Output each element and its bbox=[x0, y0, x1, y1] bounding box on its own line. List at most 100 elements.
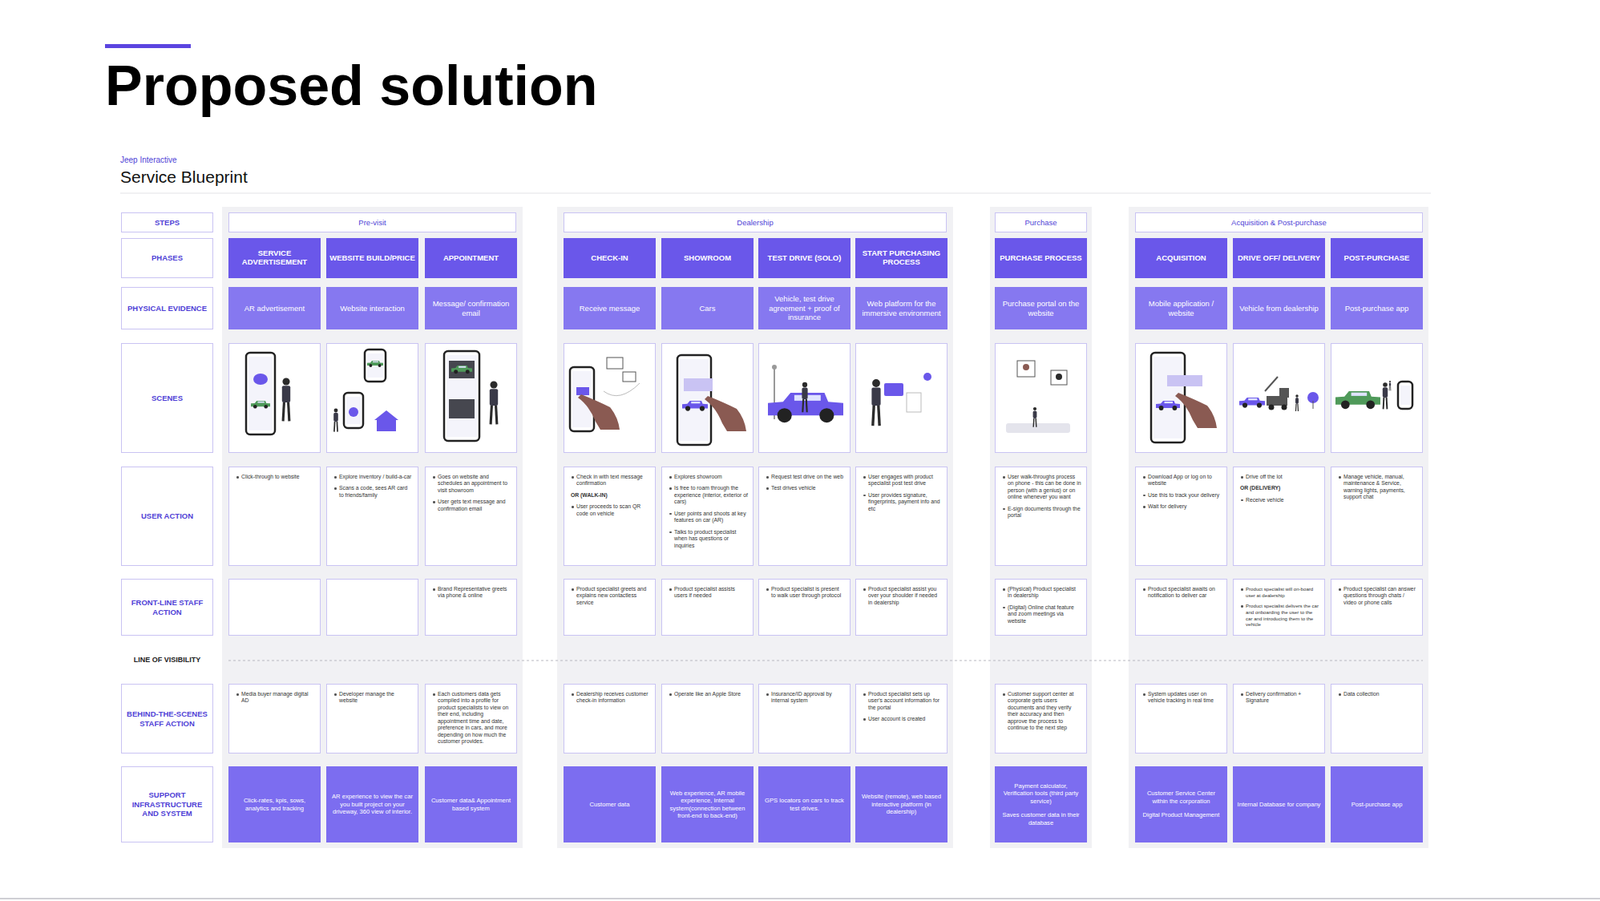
group-ground bbox=[1128, 206, 1429, 849]
bullet-text: Explore inventory / build-a-car bbox=[339, 473, 412, 480]
action-box: Download App or log on to websiteUse thi… bbox=[1135, 466, 1228, 566]
evidence-box: Web platform for the immersive environme… bbox=[855, 286, 948, 330]
bullet-item: Receive vehicle bbox=[1240, 496, 1320, 504]
bullet-dot bbox=[669, 487, 672, 490]
cell-text: START PURCHASING PROCESS bbox=[858, 249, 945, 267]
evidence-box: Message/ confirmation email bbox=[424, 286, 518, 330]
action-box: Product specialist sets up user's accoun… bbox=[855, 683, 948, 754]
bullet-text: Scans a code, sees AR card to friends/fa… bbox=[339, 484, 408, 497]
bullet-text: Wait for delivery bbox=[1147, 503, 1187, 510]
bullet-item: Product specialist will on-board user at… bbox=[1240, 585, 1320, 598]
scene-box bbox=[1331, 343, 1423, 453]
bullet-dot bbox=[766, 487, 769, 490]
cell-text: PHYSICAL EVIDENCE bbox=[127, 303, 207, 313]
action-box: Dealership receives customer check-in in… bbox=[563, 683, 656, 754]
cell-text: TEST DRIVE (SOLO) bbox=[767, 254, 842, 263]
bullet-item: Goes on website and schedules an appoint… bbox=[432, 473, 512, 494]
bullet-text: Media buyer manage digital AD bbox=[241, 690, 309, 704]
evidence-box: AR advertisement bbox=[228, 286, 321, 330]
bullet-dot bbox=[863, 494, 866, 497]
bullet-text: Insurance/ID approval by internal system bbox=[771, 690, 833, 704]
action-box: Explores showroom Is free to roam through… bbox=[661, 466, 754, 566]
bullet-dot bbox=[1240, 605, 1244, 608]
bullet-text: Customer support center at corporate get… bbox=[1007, 690, 1074, 731]
phase-box: SERVICE ADVERTISEMENT bbox=[228, 238, 321, 279]
evidence-box: Post-purchase app bbox=[1330, 286, 1423, 330]
bullet-text: User provides signature, fingerprints, p… bbox=[868, 492, 941, 512]
bullet-text: Each customers data gets compiled into a… bbox=[437, 690, 509, 744]
scene-box bbox=[327, 343, 419, 453]
cell-text: Mobile application / website bbox=[1138, 298, 1225, 318]
evidence-box: Vehicle, test drive agreement + proof of… bbox=[758, 286, 851, 330]
cell-text: Web experience, AR mobile experience, In… bbox=[665, 789, 750, 821]
action-box: Developer manage the website bbox=[326, 683, 419, 754]
bullet-text: (Digital) Online chat feature and zoom m… bbox=[1007, 604, 1075, 624]
cell-text: Vehicle from dealership bbox=[1239, 303, 1319, 313]
bullet-item: User proceeds to scan QR code on vehicle bbox=[570, 503, 651, 518]
bullet-dot bbox=[669, 693, 672, 696]
bullet-text: Developer manage the website bbox=[339, 690, 395, 704]
bullet-text: User walk-throughs process on phone - th… bbox=[1007, 473, 1081, 500]
bullet-item: Product specialist awaits on notificatio… bbox=[1142, 585, 1222, 600]
bullet-dot bbox=[669, 476, 672, 479]
bullet-text: Manage vehicle, manual, maintenance & Se… bbox=[1343, 473, 1406, 500]
bullet-dot bbox=[1240, 476, 1244, 479]
phase-box: APPOINTMENT bbox=[424, 238, 518, 279]
empty-box bbox=[327, 579, 419, 636]
bullet-text: Product specialist assists users if need… bbox=[674, 585, 736, 598]
scene-box bbox=[995, 343, 1087, 453]
cell-text: GPS locators on cars to track test drive… bbox=[762, 796, 847, 813]
separator bbox=[120, 193, 1431, 194]
cell-text: Digital Product Management bbox=[1143, 811, 1221, 819]
bullet-dot bbox=[766, 693, 769, 696]
phase-box: DRIVE OFF/ DELIVERY bbox=[1232, 238, 1326, 279]
cell-text: PURCHASE PROCESS bbox=[999, 254, 1082, 263]
cell-text: POST-PURCHASE bbox=[1344, 254, 1411, 263]
bullet-item: Product specialist is present to walk us… bbox=[765, 585, 845, 600]
bullet-item: Is free to roam through the experience (… bbox=[668, 484, 748, 506]
bullet-dot bbox=[1240, 588, 1244, 591]
bullet-text: Click-through to website bbox=[241, 473, 300, 480]
or-note: OR (DELIVERY) bbox=[1240, 484, 1320, 492]
bullet-item: Check in with text message confirmation bbox=[570, 473, 651, 488]
system-box: Internal Database for company bbox=[1232, 766, 1326, 843]
cell-text: Website interaction bbox=[339, 303, 405, 313]
cell-text: AR advertisement bbox=[244, 303, 306, 313]
cell-text: Customer Service Center within the corpo… bbox=[1139, 789, 1224, 805]
bullet-dot bbox=[571, 505, 574, 509]
bullet-text: Check in with text message confirmation bbox=[576, 473, 643, 486]
bullet-text: Product specialist awaits on notificatio… bbox=[1147, 585, 1216, 598]
action-box: Request test drive on the webTest drives… bbox=[758, 466, 851, 566]
cell-text: SHOWROOM bbox=[683, 254, 732, 263]
scene-box bbox=[425, 343, 518, 453]
scene-illustration bbox=[444, 351, 498, 441]
bullet-dot bbox=[863, 588, 866, 591]
group-ground bbox=[989, 206, 1092, 849]
bullet-dot bbox=[863, 693, 866, 696]
phase-box: START PURCHASING PROCESS bbox=[855, 238, 948, 279]
cell-text: WEBSITE BUILD/PRICE bbox=[329, 254, 416, 263]
cell-text: Customer data& Appointment based system bbox=[428, 796, 514, 813]
bullet-item: (Digital) Online chat feature and zoom m… bbox=[1002, 604, 1082, 625]
bullet-dot bbox=[766, 476, 769, 479]
cell-text: SCENES bbox=[151, 393, 183, 403]
accent-bar bbox=[105, 44, 191, 49]
scene-illustration bbox=[1239, 376, 1319, 412]
bullet-dot bbox=[1240, 693, 1244, 696]
cell-text: Dealership bbox=[736, 218, 773, 227]
bullet-text: User engages with product specialist pos… bbox=[868, 473, 934, 486]
action-box: Delivery confirmation + Signature bbox=[1232, 683, 1326, 754]
bullet-text: Explores showroom bbox=[674, 473, 723, 480]
bullet-text: Product specialist is present to walk us… bbox=[771, 585, 841, 598]
bullet-item: User gets text message and confirmation … bbox=[432, 498, 512, 513]
step-header: Pre-visit bbox=[228, 212, 517, 233]
bullet-item: Insurance/ID approval by internal system bbox=[765, 690, 845, 705]
bullet-item: Media buyer manage digital AD bbox=[235, 690, 316, 705]
evidence-box: Cars bbox=[661, 286, 754, 330]
scene-box bbox=[856, 343, 948, 453]
row-label: BEHIND-THE-SCENES STAFF ACTION bbox=[121, 683, 214, 754]
bullet-dot bbox=[1338, 588, 1342, 591]
bullet-text: User account is created bbox=[868, 715, 926, 722]
bullet-item: System updates user on vehicle tracking … bbox=[1142, 690, 1222, 705]
